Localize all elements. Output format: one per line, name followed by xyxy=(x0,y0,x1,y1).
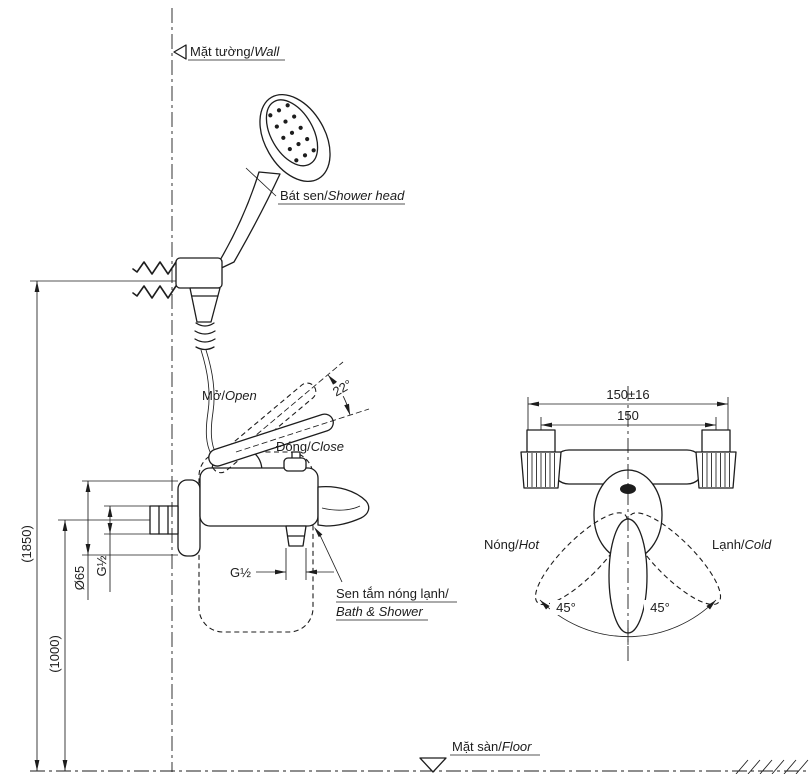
hot-label: Nóng/Hot xyxy=(484,537,540,552)
left-eccentric xyxy=(526,429,556,453)
left-mount-nut xyxy=(520,451,562,489)
dimension-open-angle: 22° xyxy=(322,372,362,416)
cold-label: Lạnh/Cold xyxy=(712,537,772,552)
dimension-45-right-label: 45° xyxy=(650,600,670,615)
dimension-inlet-thread: G½ xyxy=(94,505,150,592)
open-label: Mở/Open xyxy=(202,388,257,403)
dimension-inlet-thread-label: G½ xyxy=(94,555,109,576)
shower-hose xyxy=(194,322,217,455)
dimension-1850-label: (1850) xyxy=(19,525,34,563)
spout xyxy=(317,485,370,527)
bath-shower-label: Sen tắm nóng lạnh/ Bath & Shower xyxy=(314,527,457,621)
floor-label-text: Mặt sàn/Floor xyxy=(452,739,532,754)
floor-label: Mặt sàn/Floor xyxy=(419,739,540,773)
wall-marker-icon xyxy=(173,44,187,60)
bath-shower-label-vi: Sen tắm nóng lạnh/ xyxy=(336,586,449,601)
close-label: Đóng/Close xyxy=(276,439,344,454)
inlet-union xyxy=(149,505,179,535)
dimension-total-height: (1850) xyxy=(19,280,176,771)
shower-head-label-text: Bát sen/Shower head xyxy=(280,188,405,203)
dimension-45-left-label: 45° xyxy=(556,600,576,615)
dimension-outlet-height: (1000) xyxy=(47,519,150,771)
lever-closed xyxy=(208,408,370,467)
shower-head-label: Bát sen/Shower head xyxy=(245,167,405,205)
dimension-outlet-thread-label: G½ xyxy=(230,565,251,580)
mixer-body xyxy=(199,467,319,527)
right-eccentric xyxy=(701,429,731,453)
right-mount-nut xyxy=(695,451,737,489)
dimension-flange-diameter: Ø65 xyxy=(72,480,178,600)
spray-holes xyxy=(268,103,316,163)
floor-line xyxy=(30,759,809,774)
cold-position-dashed xyxy=(628,512,722,606)
dimension-outlet-thread: G½ xyxy=(230,548,334,580)
wall-label: Mặt tường/Wall xyxy=(173,44,285,61)
wall-bracket xyxy=(132,257,223,323)
shower-handle xyxy=(212,171,281,273)
floor-marker-icon xyxy=(419,757,447,773)
diverter-knob xyxy=(283,457,307,472)
mixer-rear-view: 150±16 150 xyxy=(484,386,772,662)
screw-icon xyxy=(132,261,177,275)
wall-label-text: Mặt tường/Wall xyxy=(190,44,280,59)
screw-icon xyxy=(132,285,177,299)
bath-shower-label-en: Bath & Shower xyxy=(336,604,423,619)
dimension-flange-label: Ø65 xyxy=(72,566,87,591)
dimension-1000-label: (1000) xyxy=(47,635,62,673)
shower-head xyxy=(212,93,331,273)
wall-flange xyxy=(177,479,201,557)
hot-position-dashed xyxy=(534,512,628,606)
handle-pivot-dot xyxy=(620,484,636,494)
dimension-center-distance: 150 xyxy=(540,408,717,430)
